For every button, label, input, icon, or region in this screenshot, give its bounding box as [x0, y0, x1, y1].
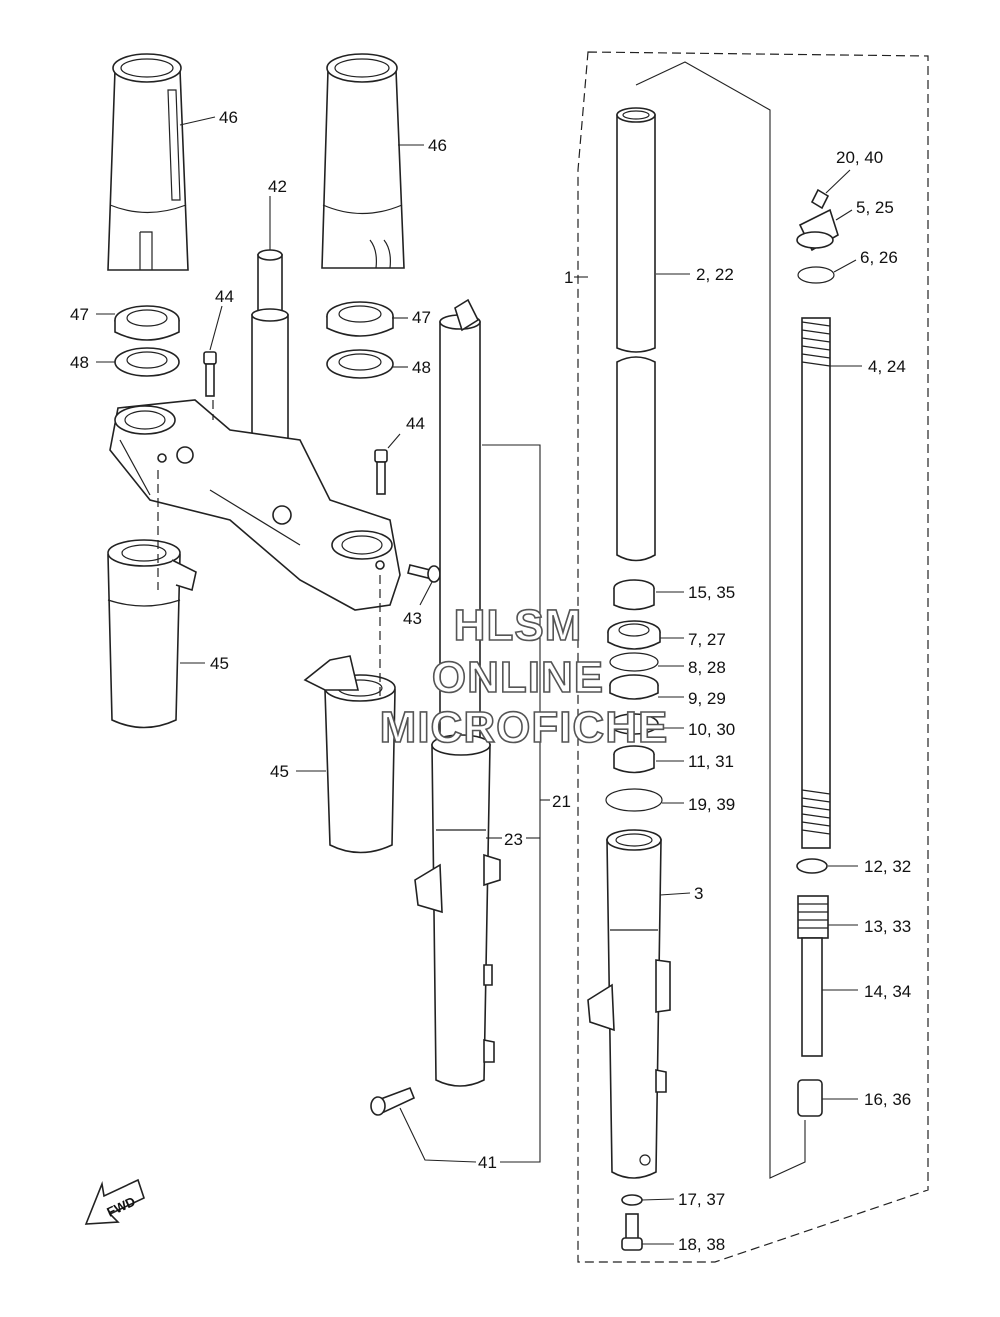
callout-12-32: 12, 32 [864, 857, 911, 876]
washer-9 [609, 674, 659, 700]
watermark-line-3: MICROFICHE [380, 703, 669, 752]
callout-43: 43 [403, 609, 422, 628]
callout-44-right: 44 [406, 414, 425, 433]
callout-14-34: 14, 34 [864, 982, 911, 1001]
pinch-bolt-43 [407, 564, 441, 583]
washer-10 [609, 713, 659, 735]
callout-18-38: 18, 38 [678, 1235, 725, 1254]
assembly-1-boundary [577, 51, 929, 1263]
washer-47-left [114, 305, 180, 341]
callout-6-26: 6, 26 [860, 248, 898, 267]
callout-45-left: 45 [210, 654, 229, 673]
cap-bolt-5 [796, 208, 839, 252]
bushing-11 [613, 745, 655, 774]
callout-15-35: 15, 35 [688, 583, 735, 602]
oil-seal-7 [607, 620, 661, 650]
callout-41: 41 [478, 1153, 497, 1172]
lower-cover-45-left [107, 539, 197, 729]
callout-11-31: 11, 31 [688, 752, 734, 771]
callout-47-right: 47 [412, 308, 431, 327]
callout-7-27: 7, 27 [688, 630, 726, 649]
oring-19 [605, 788, 663, 812]
bolt-44-left [203, 351, 217, 397]
callout-47-left: 47 [70, 305, 89, 324]
callout-16-36: 16, 36 [864, 1090, 911, 1109]
callout-19-39: 19, 39 [688, 795, 735, 814]
washer-48-right [326, 349, 394, 379]
damper-rod-14 [801, 937, 823, 1057]
callout-46-left: 46 [219, 108, 238, 127]
damper-rod-13 [797, 895, 829, 939]
callout-21: 21 [552, 792, 571, 811]
under-bracket [109, 399, 401, 611]
fork-cover-46-right [321, 53, 405, 269]
oil-lock-piece-16 [797, 1079, 823, 1117]
fork-cover-46-left [107, 53, 189, 271]
air-valve-20 [810, 188, 830, 210]
callout-10-30: 10, 30 [688, 720, 735, 739]
outer-tube-3 [587, 829, 671, 1179]
inner-tube-2 [616, 107, 656, 562]
fork-spring-4 [801, 317, 831, 849]
callout-45-right: 45 [270, 762, 289, 781]
clip-8 [609, 652, 659, 672]
bushing-15 [613, 579, 655, 611]
washer-47-right [326, 301, 394, 337]
callout-46-right: 46 [428, 136, 447, 155]
callout-48-left: 48 [70, 353, 89, 372]
bolt-44-right [374, 449, 388, 495]
fwd-arrow-icon: FWD [84, 1178, 145, 1225]
callout-5-25: 5, 25 [856, 198, 894, 217]
bolt-18 [621, 1213, 643, 1251]
bolt-41 [370, 1086, 416, 1116]
callout-9-29: 9, 29 [688, 689, 726, 708]
ring-12 [796, 858, 828, 874]
callout-4-24: 4, 24 [868, 357, 906, 376]
oring-6 [797, 266, 835, 284]
lower-cover-45-right [303, 655, 396, 854]
callout-42: 42 [268, 177, 287, 196]
callout-2-22: 2, 22 [696, 265, 734, 284]
callout-48-right: 48 [412, 358, 431, 377]
washer-17 [621, 1194, 643, 1206]
fork-tube-middle [414, 298, 501, 1087]
callout-13-33: 13, 33 [864, 917, 911, 936]
callout-20-40: 20, 40 [836, 148, 883, 167]
callout-1: 1 [564, 268, 573, 287]
watermark-line-2: ONLINE [432, 653, 604, 702]
callout-17-37: 17, 37 [678, 1190, 725, 1209]
washer-48-left [114, 347, 180, 377]
callout-8-28: 8, 28 [688, 658, 726, 677]
watermark-line-1: HLSM [454, 601, 583, 650]
callout-3: 3 [694, 884, 703, 903]
callout-23: 23 [504, 830, 523, 849]
callout-44-left: 44 [215, 287, 234, 306]
watermark: HLSM ONLINE MICROFICHE [379, 600, 669, 753]
